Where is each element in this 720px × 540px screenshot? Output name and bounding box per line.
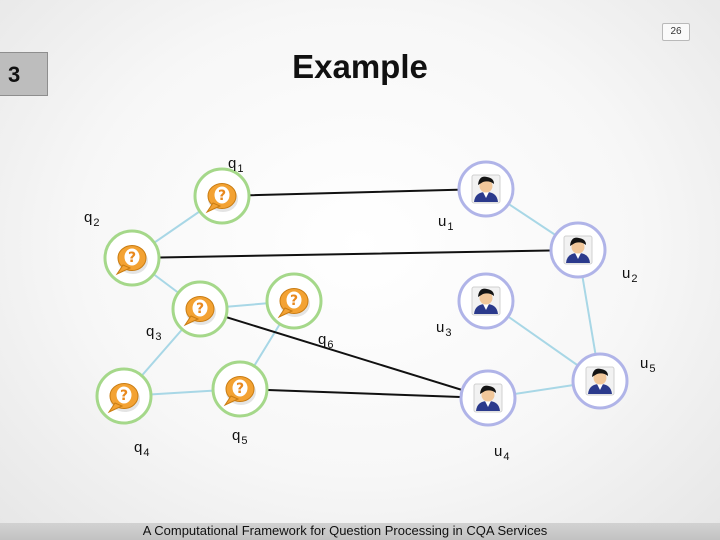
avatar-hair [480,385,496,394]
answer-edge-q5-u4 [239,388,489,399]
bubble-disc [214,186,230,204]
user-node-u3 [457,272,515,330]
node-label-subscript: 2 [93,217,99,229]
avatar-collar [575,253,581,259]
avatar-face [593,371,607,385]
avatar-hair [478,176,494,185]
user-node-u2 [549,221,607,279]
node-label-q1: q1 [228,155,243,175]
bubble-disc [116,386,132,404]
node-label-subscript: 5 [649,363,655,375]
node-label-base: u [640,355,648,372]
question-mark-glyph: ? [290,293,298,309]
node-label-q4: q4 [134,439,149,459]
bubble-disc [124,248,140,266]
node-label-base: u [438,213,446,230]
node-label-q2: q2 [84,209,99,229]
question-node-q2: ? [103,229,161,287]
question-mark-glyph: ? [236,381,244,397]
question-bubble-icon: ? [115,245,148,276]
user-node-u5 [571,352,629,410]
question-mark-glyph: ? [218,188,226,204]
node-label-base: u [436,319,444,336]
slide-title: Example [292,48,428,85]
node-label-base: u [494,443,502,460]
bubble-tail [205,202,222,214]
question-bubble-icon: ? [183,296,216,327]
node-label-u5: u5 [640,355,655,375]
node-label-u4: u4 [494,443,509,463]
node-label-base: u [622,265,630,282]
node-label-base: q [232,427,240,444]
node-label-subscript: 4 [143,447,149,459]
user-node-u1 [457,160,515,218]
question-bubble-icon: ? [223,376,256,407]
node-label-u1: u1 [438,213,453,233]
node-label-q5: q5 [232,427,247,447]
user-avatar-icon [471,286,501,316]
node-label-base: q [318,331,326,348]
bubble-tail [107,402,124,414]
node-label-subscript: 3 [445,327,451,339]
question-bubble-icon: ? [205,183,238,214]
user-avatar-icon [585,366,615,396]
node-label-subscript: 1 [237,163,243,175]
avatar-hair [478,288,494,297]
question-mark-glyph: ? [196,301,204,317]
bubble-tail [115,264,132,276]
question-mark-glyph: ? [128,250,136,266]
bubble-disc [286,291,302,309]
question-node-q5: ? [211,360,269,418]
answer-edge-q3-u4 [199,308,489,399]
bubble-disc [232,379,248,397]
bubble-tail [223,395,240,407]
avatar-face [479,179,493,193]
footer-text: A Computational Framework for Question P… [142,523,548,538]
avatar-collar [597,384,603,390]
avatar-collar [485,401,491,407]
node-label-subscript: 6 [327,339,333,351]
question-bubble-icon: ? [107,383,140,414]
avatar-collar [483,192,489,198]
bubble-tail [277,307,294,319]
section-number-tab: 3 [0,52,48,96]
page-number: 26 [662,23,690,41]
question-node-q6: ? [265,272,323,330]
user-node-u4 [459,369,517,427]
node-label-subscript: 1 [447,221,453,233]
node-label-base: q [134,439,142,456]
node-label-base: q [228,155,236,172]
user-avatar-icon [471,174,501,204]
bubble-disc [192,299,208,317]
bubble-tail [183,315,200,327]
user-avatar-icon [563,235,593,265]
question-node-q4: ? [95,367,153,425]
node-label-subscript: 2 [631,273,637,285]
avatar-face [481,388,495,402]
question-mark-glyph: ? [120,388,128,404]
node-label-subscript: 5 [241,435,247,447]
user-avatar-icon [473,383,503,413]
avatar-face [479,291,493,305]
node-label-subscript: 3 [155,331,161,343]
node-label-subscript: 4 [503,451,509,463]
avatar-hair [592,368,608,377]
node-label-base: q [84,209,92,226]
avatar-collar [483,304,489,310]
answer-edge-q2-u2 [131,249,579,259]
footer-bar [0,523,720,540]
node-label-u3: u3 [436,319,451,339]
node-label-q6: q6 [318,331,333,351]
node-label-u2: u2 [622,265,637,285]
node-label-q3: q3 [146,323,161,343]
answer-edge-q1-u1 [221,188,487,197]
question-node-q3: ? [171,280,229,338]
question-bubble-icon: ? [277,288,310,319]
avatar-hair [570,237,586,246]
question-node-q1: ? [193,167,251,225]
avatar-face [571,240,585,254]
node-label-base: q [146,323,154,340]
